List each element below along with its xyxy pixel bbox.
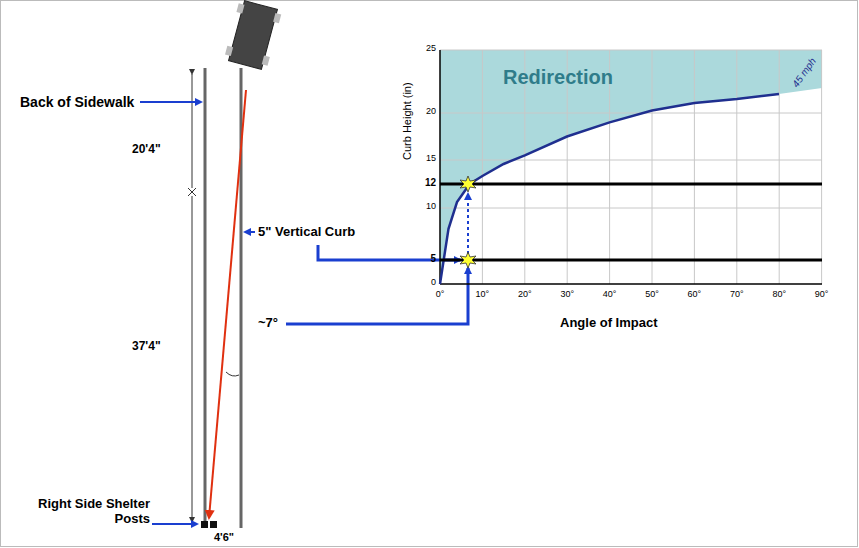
region-label: Redirection	[503, 66, 613, 89]
tick-label: 0°	[428, 289, 452, 299]
tick-label: 70°	[725, 289, 749, 299]
part-name: Right Side Shelter Posts	[14, 497, 150, 527]
trajectory	[209, 90, 246, 518]
shelter-post	[201, 521, 208, 528]
dimension: 20'4"	[132, 143, 161, 157]
point-marker	[460, 176, 476, 192]
angle-label: ~7°	[258, 316, 278, 331]
bus-symbol	[224, 0, 283, 71]
axis-title: Curb Height (in)	[401, 82, 414, 160]
tick-label: 10°	[470, 289, 494, 299]
tick-label: 20°	[513, 289, 537, 299]
axis-title: Angle of Impact	[560, 316, 658, 331]
tick-label: 90°	[810, 289, 834, 299]
sidewalk-line	[204, 68, 207, 528]
tick-label: 50°	[640, 289, 664, 299]
angle-arc	[226, 372, 239, 376]
height-line	[440, 183, 822, 186]
height-line	[440, 259, 822, 262]
shelter-post	[210, 521, 217, 528]
tick-label: 10	[420, 201, 436, 211]
tick-label: 25	[420, 43, 436, 53]
tick-label: 30°	[555, 289, 579, 299]
dimension-line	[192, 196, 193, 522]
tick-label: 0	[420, 277, 436, 287]
tick-label: 12	[420, 177, 436, 189]
x-axis	[440, 283, 822, 285]
dimension: 37'4"	[132, 340, 161, 354]
leader-arrow	[152, 523, 197, 525]
part-name: Back of Sidewalk	[20, 94, 134, 110]
dimension: 4'6"	[214, 531, 234, 544]
tick-label: 40°	[598, 289, 622, 299]
leader-arrow	[140, 101, 201, 103]
point-marker	[460, 252, 476, 268]
link-arrow	[318, 245, 460, 260]
grid	[440, 50, 822, 284]
leader-arrow	[245, 231, 255, 233]
redirection-region	[440, 50, 822, 284]
projection-line	[467, 194, 469, 254]
dimension-break	[188, 188, 196, 196]
dimension-line	[192, 74, 193, 188]
tick-label: 60°	[682, 289, 706, 299]
tick-label: 80°	[767, 289, 791, 299]
tick-label: 5	[420, 253, 436, 265]
part-name: 5" Vertical Curb	[258, 225, 355, 240]
y-axis	[439, 50, 441, 284]
tick-label: 20	[420, 106, 436, 116]
threshold-curve	[440, 94, 779, 284]
tick-label: 15	[420, 153, 436, 163]
